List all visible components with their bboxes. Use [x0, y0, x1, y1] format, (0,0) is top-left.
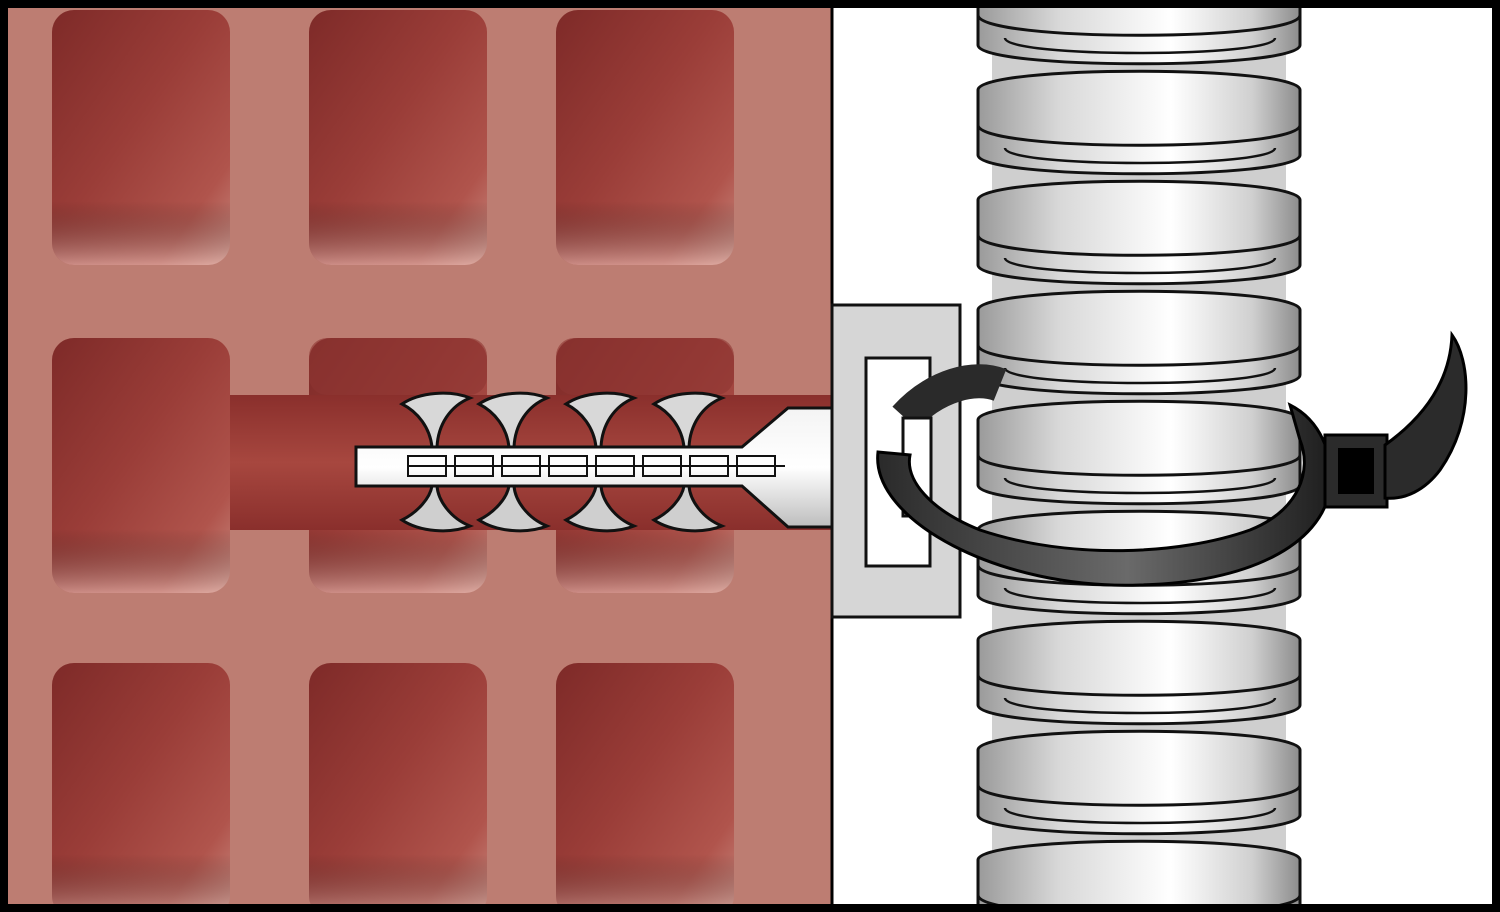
- conduit-rib: [976, 0, 1302, 66]
- plug-barb-top: [399, 391, 475, 449]
- plug-slots: [407, 455, 785, 477]
- brick-cavity-highlight: [309, 663, 487, 912]
- plug-barb-bottom: [651, 484, 727, 533]
- brick-cavity-highlight: [52, 663, 230, 912]
- plug-barb-top: [476, 391, 552, 449]
- plug-slot: [454, 455, 494, 477]
- plug-slot: [501, 455, 541, 477]
- plug-barb-top: [563, 391, 639, 449]
- conduit-rib: [976, 729, 1302, 836]
- cavity-top-shadow: [556, 338, 734, 395]
- conduit-rib-groove: [1003, 146, 1277, 165]
- plug-slot: [548, 455, 588, 477]
- corrugated-conduit: [976, 0, 1302, 912]
- plug-barb-bottom: [563, 484, 639, 533]
- conduit-rib-edge: [976, 234, 1302, 257]
- brick-cavity-highlight: [52, 338, 230, 593]
- cable-tie-head-hole: [1338, 448, 1374, 494]
- plug-barbs: [399, 391, 727, 533]
- conduit-rib-groove: [1003, 36, 1277, 55]
- conduit-rib-edge: [976, 454, 1302, 477]
- plug-barb-bottom: [476, 484, 552, 533]
- plug-slot: [689, 455, 729, 477]
- cable-tie: [876, 330, 1468, 587]
- plug-barb-top: [651, 391, 727, 449]
- brick-cavity-highlight: [556, 10, 734, 265]
- brick-cavity-highlight: [556, 663, 734, 912]
- conduit-rib: [976, 839, 1302, 912]
- plug-slot: [595, 455, 635, 477]
- conduit-rib: [976, 619, 1302, 726]
- plug-barb-bottom: [399, 484, 475, 533]
- cable-tie-band: [876, 402, 1333, 587]
- conduit-rib-groove: [1003, 696, 1277, 715]
- conduit-rib-edge: [976, 784, 1302, 807]
- plug-shank: [354, 406, 834, 529]
- brick-cavity-highlight: [52, 10, 230, 265]
- conduit-rib-edge: [976, 124, 1302, 147]
- conduit-rib: [976, 289, 1302, 396]
- conduit-rib: [976, 179, 1302, 286]
- conduit-rib-edge: [976, 14, 1302, 37]
- plug-slot: [736, 455, 776, 477]
- conduit-rib: [976, 69, 1302, 176]
- conduit-rib-groove: [1003, 806, 1277, 825]
- cable-tie-tail: [1383, 330, 1468, 500]
- conduit-rib-edge: [976, 674, 1302, 697]
- conduit-rib-edge: [976, 344, 1302, 367]
- brick-cavity-highlight: [309, 10, 487, 265]
- cable-tie-back: [892, 364, 1007, 430]
- plug-slot: [407, 455, 447, 477]
- conduit-rib-groove: [1003, 586, 1277, 605]
- conduit-rib-groove: [1003, 476, 1277, 495]
- cavity-top-shadow: [309, 338, 487, 395]
- conduit-rib: [976, 399, 1302, 506]
- plug-slot: [642, 455, 682, 477]
- conduit-rib-groove: [1003, 366, 1277, 385]
- conduit-rib-groove: [1003, 256, 1277, 275]
